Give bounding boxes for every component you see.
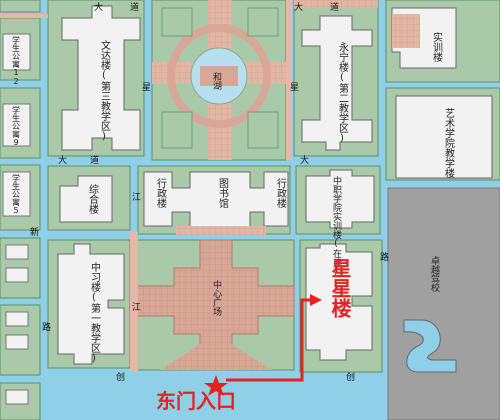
dorm-blocks [0, 0, 41, 420]
xingzheng-left-label: 行政楼 [155, 177, 167, 209]
block-library [137, 165, 291, 236]
hehu-label: 和湖 [211, 72, 222, 91]
yishu-label: 艺术学院教学楼 [443, 108, 455, 179]
dorm12-label: 学生公寓12 [12, 35, 21, 86]
road-label: 道 [90, 154, 99, 166]
road-label: 大 [94, 1, 103, 13]
xingzheng-right-label: 行政楼 [275, 177, 287, 209]
block-yishu [385, 87, 500, 181]
shixun-label: 实训楼 [431, 31, 443, 63]
route-line [226, 298, 314, 382]
zonghe-building[interactable] [59, 175, 113, 223]
entrance-star-icon [204, 375, 228, 396]
road-label: 大 [300, 154, 309, 166]
block-zonghe [47, 165, 131, 231]
road-labels: 大 道 大 道 星 星 大 道 大 江 江 新 创 创 路 路 [30, 1, 389, 383]
yongning-building[interactable] [301, 15, 373, 151]
library-admin-complex[interactable] [143, 171, 289, 231]
block-zhongxi [47, 239, 131, 369]
block-shixun [385, 0, 500, 83]
road-label: 道 [130, 1, 139, 13]
yishu-building[interactable] [395, 95, 493, 179]
xingxing-label: 星星楼 [328, 258, 352, 319]
road-label: 创 [116, 371, 125, 383]
block-yongning [293, 0, 379, 157]
dorm9-label: 学生公寓9 [12, 105, 21, 147]
road-label: 大 [58, 154, 67, 166]
center-square-label: 中心广场 [211, 279, 222, 317]
dorm5-label: 学生公寓5 [12, 173, 21, 215]
tushuguan-label: 图书馆 [217, 178, 229, 209]
yongning-label: 永宁楼(第二教学区) [337, 41, 349, 144]
zhongyi-label: 中职学院实训楼(在建) [331, 175, 342, 277]
hehu-park [151, 0, 287, 161]
road-label: 新 [30, 226, 39, 238]
road-label: 大 [294, 1, 303, 13]
block-xingxing [299, 239, 383, 373]
entrance-route [204, 294, 322, 396]
block-wenda [47, 0, 145, 157]
road-label: 江 [132, 192, 141, 203]
wenda-label: 文达楼(第三教学区) [99, 39, 111, 142]
route-arrow [310, 294, 322, 306]
entrance-label: 东门入口 [156, 389, 236, 413]
road-label: 创 [346, 371, 355, 383]
block-zhongyi [295, 165, 381, 235]
zonghe-label: 综合楼 [87, 183, 99, 215]
zhongxi-label: 中习楼(第一教学区) [89, 261, 101, 364]
road-label: 路 [380, 251, 389, 263]
zhuojia-label: 卓越驾校 [429, 255, 440, 293]
wenda-building[interactable] [61, 5, 141, 151]
dorm12-building[interactable] [2, 33, 31, 71]
dorm9-building[interactable] [2, 103, 31, 147]
road-label: 江 [132, 302, 141, 313]
road-label: 道 [330, 1, 339, 13]
block-driving-school [387, 187, 500, 420]
central-square [135, 239, 295, 371]
xingxing-building[interactable] [305, 243, 373, 361]
road-label: 星 [290, 82, 299, 93]
road-label: 路 [42, 321, 51, 333]
driving-school-ground[interactable] [387, 187, 500, 420]
road-label: 星 [142, 82, 151, 93]
zhongxi-building[interactable] [57, 243, 125, 365]
zhongyi-building[interactable] [305, 169, 375, 229]
dorm5-building[interactable] [2, 171, 31, 217]
